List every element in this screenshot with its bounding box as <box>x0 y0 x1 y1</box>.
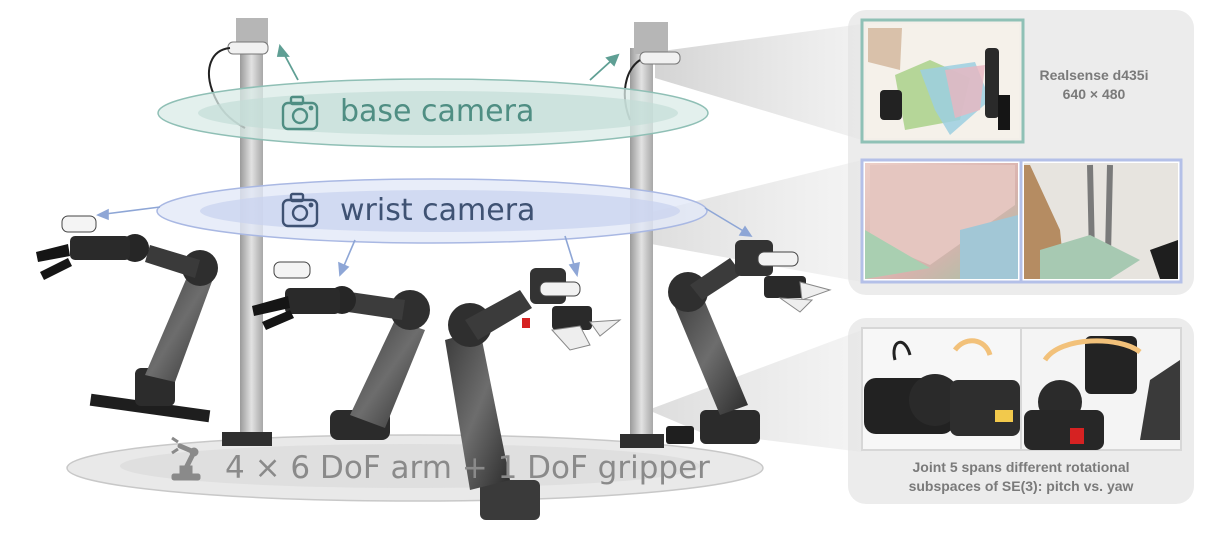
wrist-camera-beam <box>640 160 862 282</box>
wrist-camera-photo-left <box>860 158 1023 284</box>
robot-arm-3 <box>445 268 622 520</box>
robot-arm-icon <box>171 436 201 481</box>
realsense-resolution: 640 × 480 <box>1062 86 1126 102</box>
joint5-photo-pitch <box>861 327 1022 451</box>
right-pillar-top <box>634 22 668 54</box>
wrist-camera-label: wrist camera <box>340 193 536 228</box>
realsense-caption: Realsense d435i 640 × 480 <box>1028 66 1160 104</box>
arm-gripper-label: 4 × 6 DoF arm + 1 DoF gripper <box>225 450 710 486</box>
joint5-caption-line2: subspaces of SE(3): pitch vs. yaw <box>908 478 1134 494</box>
camera-icon <box>281 192 319 228</box>
robot-arm-2 <box>252 261 430 440</box>
left-pillar <box>240 40 263 440</box>
right-pillar <box>630 48 653 443</box>
base-camera-beam <box>655 24 862 140</box>
robot-arm-1 <box>36 215 218 423</box>
robot-arm-4 <box>666 240 832 444</box>
joint5-caption: Joint 5 spans different rotational subsp… <box>858 458 1184 496</box>
base-camera-label: base camera <box>340 94 535 129</box>
camera-icon <box>281 95 319 131</box>
joint5-caption-line1: Joint 5 spans different rotational <box>912 459 1130 475</box>
base-camera-photo <box>860 18 1025 144</box>
joint5-photo-yaw <box>1020 327 1182 451</box>
wrist-camera-photo-right <box>1019 158 1183 284</box>
realsense-model: Realsense d435i <box>1039 67 1149 83</box>
